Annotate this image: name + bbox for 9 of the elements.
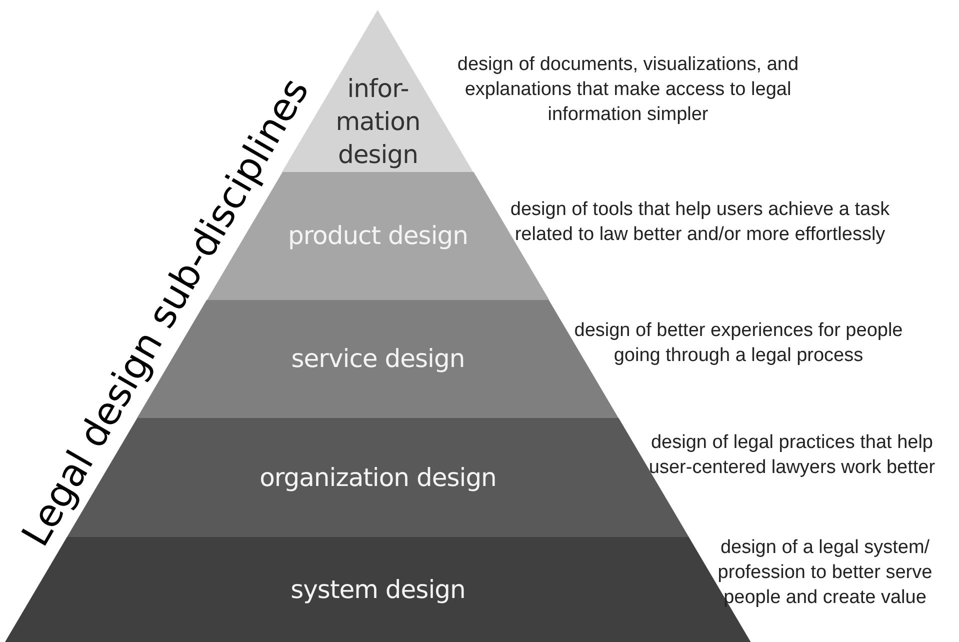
- tier-description: design of tools that help users achieve a task related to law better and/or more effortlessly: [509, 198, 891, 247]
- tier-title: organization design: [260, 462, 496, 492]
- tier-description: design of better experiences for people going through a legal process: [573, 319, 904, 368]
- tier-description: design of documents, visualizations, and explanations that make access to legal information simpler: [456, 53, 800, 127]
- tier-description: design of legal practices that help user-centered lawyers work better: [648, 431, 936, 480]
- tier-title: system design: [290, 574, 466, 604]
- tier-description: design of a legal system/ profession to better serve people and create value: [716, 536, 934, 610]
- tier-title: infor- mation design: [334, 72, 422, 170]
- tier-title: service design: [291, 344, 465, 374]
